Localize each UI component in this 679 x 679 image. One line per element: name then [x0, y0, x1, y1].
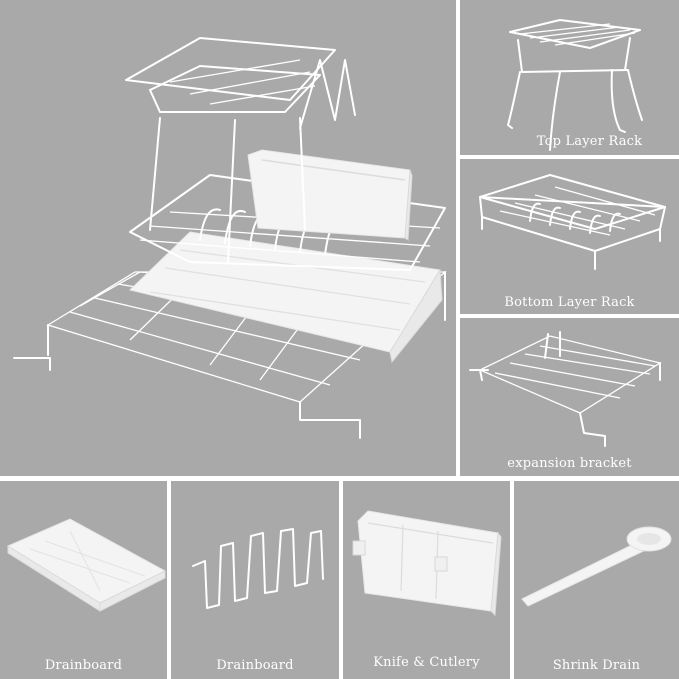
- top-rack: [125, 37, 356, 263]
- bottom-layer-rack-image: [479, 174, 666, 270]
- top-layer-rack-image: [507, 19, 643, 151]
- knife-cutlery-image: [352, 510, 502, 617]
- drain-tray: [128, 231, 441, 353]
- shrink-drain-caption: Shrink Drain: [552, 658, 641, 673]
- bottom-layer-rack-panel: Bottom Layer Rack: [460, 159, 679, 314]
- drainboard-tray-image: [6, 518, 167, 612]
- drainboard-holder-caption: Drainboard: [216, 658, 294, 673]
- top-layer-rack-panel: Top Layer Rack: [460, 0, 679, 155]
- expansion-bracket-image: [469, 331, 662, 447]
- knife-cutlery-panel: Knife & Cutlery: [343, 481, 510, 679]
- expansion-bracket-panel: expansion bracket: [460, 318, 679, 476]
- bottom-layer-rack-caption: Bottom Layer Rack: [504, 295, 635, 310]
- shrink-drain-image: [521, 526, 672, 607]
- drainboard-tray-panel: Drainboard: [0, 481, 167, 679]
- knife-cutlery-caption: Knife & Cutlery: [373, 655, 480, 670]
- drainboard-holder-panel: Drainboard: [171, 481, 339, 679]
- drainboard-tray-caption: Drainboard: [44, 658, 123, 673]
- cutlery-holder: [247, 149, 413, 241]
- lower-rack-floor: [13, 271, 447, 439]
- main-product-panel: [0, 0, 456, 476]
- shrink-drain-panel: Shrink Drain: [514, 481, 679, 679]
- drainboard-holder-image: [192, 528, 324, 609]
- expansion-bracket-caption: expansion bracket: [507, 456, 632, 471]
- assembled-dish-rack-image: [13, 37, 447, 439]
- top-layer-rack-caption: Top Layer Rack: [536, 134, 643, 149]
